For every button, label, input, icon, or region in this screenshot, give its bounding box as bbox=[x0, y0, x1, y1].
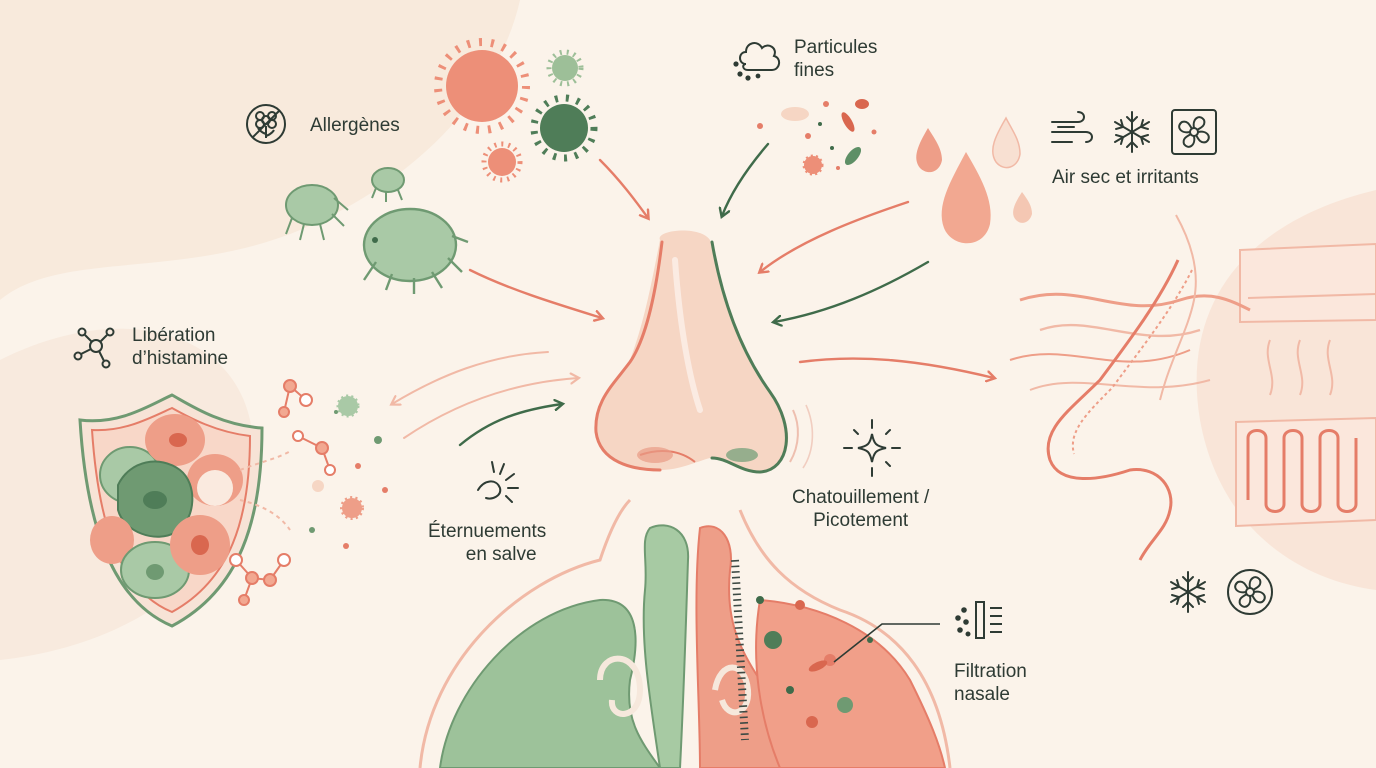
pollen-particles bbox=[434, 38, 598, 183]
histamine-molecules bbox=[229, 379, 336, 606]
sneezing-label-line1: Éternuements bbox=[428, 521, 547, 542]
tickling-label-line1: Chatouillement / bbox=[792, 487, 930, 508]
nasal-cavity-illustration bbox=[418, 498, 952, 768]
filtration-pointer-line bbox=[833, 623, 940, 663]
snowflake-icon bbox=[1170, 571, 1206, 613]
allergens-label: Allergènes bbox=[310, 114, 400, 137]
tickling-label: Chatouillement / Picotement bbox=[792, 486, 929, 532]
fine-particles-label-line2: fines bbox=[794, 60, 835, 81]
dry-air-label: Air sec et irritants bbox=[1052, 166, 1199, 189]
histamine-label: Libération d’histamine bbox=[132, 324, 228, 370]
fine-particles-label: Particules fines bbox=[794, 36, 877, 82]
sneezing-label-line2: en salve bbox=[465, 544, 537, 565]
no-flower-icon bbox=[246, 104, 286, 144]
right-irritant-scene bbox=[1009, 214, 1376, 561]
arrows bbox=[392, 142, 994, 447]
filter-icon bbox=[955, 601, 1002, 639]
sparkle-icon bbox=[843, 419, 901, 477]
molecule-icon bbox=[73, 327, 115, 369]
dust-cloud-icon bbox=[733, 42, 780, 81]
fine-particles-label-line1: Particules bbox=[794, 37, 878, 58]
filtration-label-line1: Filtration bbox=[954, 661, 1027, 682]
sneeze-burst-icon bbox=[477, 461, 519, 503]
histamine-label-line2: d’histamine bbox=[132, 348, 229, 369]
dry-air-label-text: Air sec et irritants bbox=[1052, 167, 1199, 188]
sneezing-label: Éternuements en salve bbox=[428, 520, 546, 566]
filtration-label: Filtration nasale bbox=[954, 660, 1027, 706]
nose-illustration bbox=[594, 230, 814, 474]
allergens-label-text: Allergènes bbox=[310, 115, 400, 136]
tickling-label-line2: Picotement bbox=[813, 510, 909, 531]
fan-icon bbox=[1171, 109, 1217, 155]
fan-icon bbox=[1227, 569, 1273, 615]
snowflake-icon bbox=[1114, 111, 1150, 153]
histamine-label-line1: Libération bbox=[132, 325, 216, 346]
fine-particles bbox=[757, 99, 877, 176]
droplets bbox=[916, 116, 1032, 244]
histamine-particles bbox=[239, 394, 388, 549]
histamine-shield bbox=[78, 393, 264, 628]
filtration-label-line2: nasale bbox=[954, 684, 1010, 705]
dust-mites bbox=[285, 167, 469, 294]
wind-icon bbox=[1051, 111, 1093, 143]
